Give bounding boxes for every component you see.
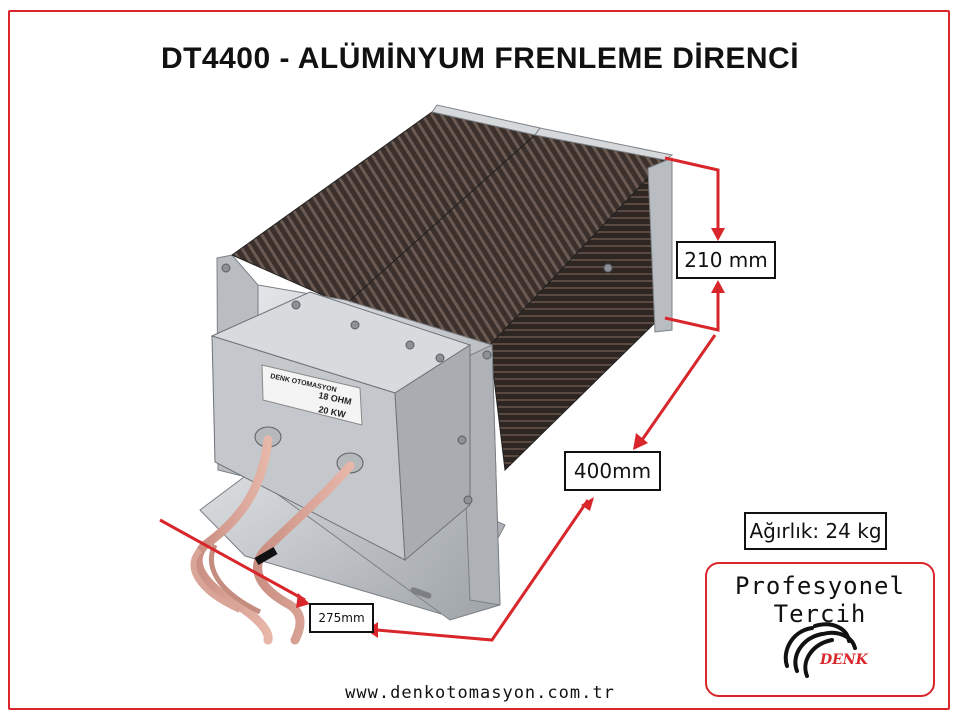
dimension-arrows [159,156,720,642]
rating-label [261,364,363,426]
right-frame-strip [534,127,674,161]
cable-left [193,435,273,645]
weight-label: Ağırlık: 24 kg [744,512,887,550]
brand-tagline: Profesyonel Tercih [735,572,905,628]
cable-tie [254,547,278,565]
page-title: DT4400 - ALÜMİNYUM FRENLEME DİRENCİ [160,42,800,75]
length-dimension-label: 400mm [564,451,661,491]
cable-right [253,461,355,645]
width-dimension-label: 275mm [309,603,374,633]
page-frame [8,10,950,710]
brand-box: Profesyonel Tercih DENK [705,562,935,697]
height-dimension-label: 210 mm [676,241,776,279]
website-url[interactable]: www.denkotomasyon.com.tr [345,683,615,703]
terminal-box-side [394,344,471,562]
brand-logo-text: DENK [820,652,868,668]
right-end-plate [647,157,673,333]
denk-logo-icon [783,622,857,678]
